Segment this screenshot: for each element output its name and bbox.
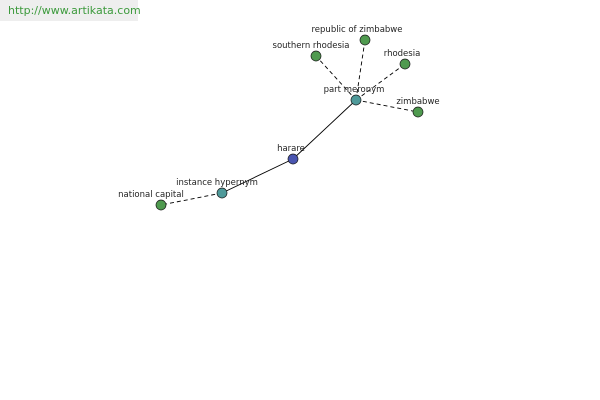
edge-instance-hypernym-national-capital [160,192,223,206]
label-southern-rhodesia: southern rhodesia [273,41,350,51]
label-part-meronym: part meronym [324,85,385,95]
site-banner: http://www.artikata.com [0,0,141,21]
edge-part-meronym-rhodesia [355,63,406,101]
label-harare: harare [277,144,305,154]
node-instance-hypernym[interactable] [216,187,228,199]
node-republic-of-zimbabwe[interactable] [359,34,371,46]
node-part-meronym[interactable] [350,94,362,106]
label-republic-of-zimbabwe: republic of zimbabwe [312,25,403,35]
node-harare[interactable] [287,153,299,165]
edge-part-meronym-republic-of-zimbabwe [355,39,366,101]
edge-harare-part-meronym [292,99,357,160]
label-national-capital: national capital [118,190,184,200]
site-url-link[interactable]: http://www.artikata.com [8,4,141,17]
edge-part-meronym-zimbabwe [355,99,419,113]
edge-harare-instance-hypernym [221,158,294,194]
node-rhodesia[interactable] [399,58,411,70]
label-instance-hypernym: instance hypernym [176,178,258,188]
edge-part-meronym-southern-rhodesia [315,55,357,101]
node-southern-rhodesia[interactable] [310,50,322,62]
label-zimbabwe: zimbabwe [396,97,439,107]
label-rhodesia: rhodesia [384,49,421,59]
node-zimbabwe[interactable] [412,106,424,118]
node-national-capital[interactable] [155,199,167,211]
